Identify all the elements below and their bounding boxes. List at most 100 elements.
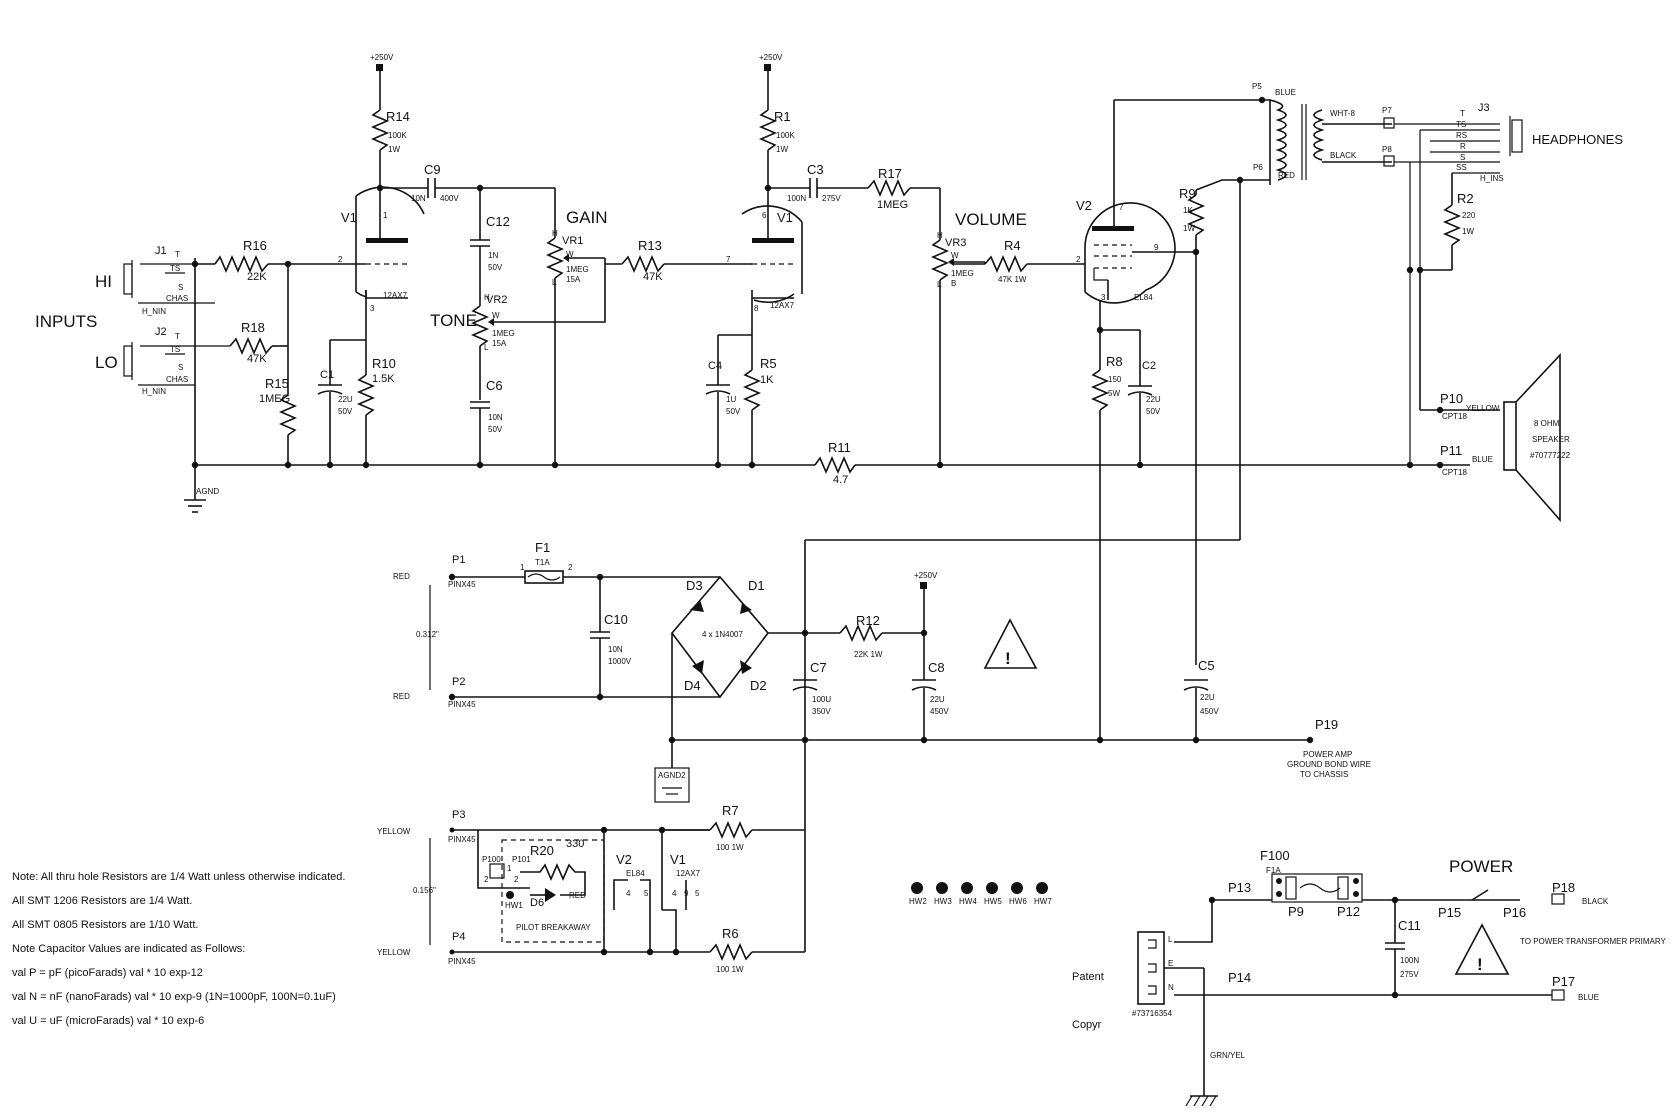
hv-supply-1: +250V [370,53,394,110]
note-line: All SMT 1206 Resistors are 1/4 Watt. [12,895,192,907]
junction-dot [1391,991,1399,999]
cap-c8: +250V C8 22U 450V [911,571,949,740]
junction-dot [672,948,680,956]
j3-s: S [1460,153,1465,162]
junction-dot [191,260,199,268]
mounting-hole-label: HW5 [984,897,1002,906]
heater-v1-pin9: 9 [684,889,689,898]
r5-ref: R5 [760,356,777,371]
c3-ref: C3 [807,162,824,177]
c10-value: 10N [608,645,623,654]
junction-dot [1208,896,1216,904]
resistor-r5: R5 1K [742,335,777,465]
red-wire-label: RED [1278,171,1295,180]
heater-tubes: V2 EL84 4 5 V1 12AX7 4 9 5 [613,830,701,952]
r14-ref: R14 [386,109,410,124]
junction-dot [326,461,334,469]
j1-t-label: T [175,250,180,259]
f1-ref: F1 [535,540,550,555]
junction-dot [376,184,384,192]
cap-c2: C2 22U 50V [1100,329,1161,465]
cap-c6: C6 10N 50V [470,378,503,465]
c4-ref: C4 [708,360,722,372]
pot-vr1: VR1 H W L 1MEG 15A [545,188,605,465]
p1-label: P1 [452,554,465,566]
c8-ref: C8 [928,660,945,675]
mounting-hole-label: HW3 [934,897,952,906]
cap-c9: C9 10N 400V [380,162,555,203]
p3-pin-label: PINX45 [448,835,476,844]
j2-ref: J2 [155,326,167,338]
cpt18-2: CPT18 [1442,468,1467,477]
cap-c12: C12 1N 50V [470,188,510,298]
resistor-r1: R1 100K 1W [758,109,795,230]
resistor-r7: R7 100 1W [662,803,805,852]
notes-block: Note: All thru hole Resistors are 1/4 Wa… [12,871,345,1027]
r1-value: 100K [776,131,795,140]
p14-label: P14 [1228,970,1251,985]
j1-hnin-label: H_NIN [142,307,166,316]
junction-dot [748,461,756,469]
junction-dot [1258,96,1266,104]
junction-dot [476,184,484,192]
r4-value: 47K 1W [998,275,1027,284]
j3-r: R [1460,142,1466,151]
c11-volt: 275V [1400,970,1419,979]
junction-dot [1136,461,1144,469]
volume-heading: VOLUME [955,210,1027,229]
heater-v2-ref: V2 [616,852,632,867]
note-line: All SMT 0805 Resistors are 1/10 Watt. [12,919,198,931]
junction-dot [600,948,608,956]
inputs-heading: INPUTS [35,312,97,331]
f1-value: T1A [535,558,550,567]
d2-label: D2 [750,678,767,693]
f100-value: F1A [1266,866,1281,875]
p8-label: P8 [1382,145,1392,154]
resistor-r13: R13 47K [604,238,750,283]
r18-value: 47K [247,353,267,365]
r14-value: 100K [388,131,407,140]
c1-value: 22U [338,395,353,404]
vr2-h: H [484,293,490,302]
vr1-l: L [552,278,557,287]
j1-chas-label: CHAS [166,294,188,303]
c9-value: 10N [411,194,426,203]
p19-label: P19 [1315,717,1338,732]
mounting-hole-icon [961,882,973,894]
c2-ref: C2 [1142,360,1156,372]
c5-value: 22U [1200,693,1215,702]
copyright-text: Copyr [1072,1019,1102,1031]
junction-dot [284,260,292,268]
p15-label: P15 [1438,905,1461,920]
note-line: Note: All thru hole Resistors are 1/4 Wa… [12,871,345,883]
heater-v2-type: EL84 [626,869,645,878]
p3-yellow-label: YELLOW [377,827,411,836]
r1-ref: R1 [774,109,791,124]
junction-dot [1416,266,1424,274]
j2-s-label: S [178,363,183,372]
bridge-part: 4 x 1N4007 [702,630,743,639]
c12-value: 1N [488,251,498,260]
c2-volt: 50V [1146,407,1161,416]
d6-color: RED [569,891,586,900]
p10-label: P10 [1440,391,1463,406]
r16-value: 22K [247,271,267,283]
c3-value: 100N [787,194,806,203]
resistor-r16: R16 22K [195,238,345,283]
resistor-r15: R15 1MEG [259,346,298,465]
junction-dot [1096,736,1104,744]
r4-ref: R4 [1004,238,1021,253]
mounting-hole-label: HW2 [909,897,927,906]
patent-text: Patent [1072,971,1104,983]
p11-label: P11 [1440,443,1462,458]
c10-ref: C10 [604,612,628,627]
j2-t-label: T [175,332,180,341]
p3-label: P3 [452,809,465,821]
f100-ref: F100 [1260,848,1290,863]
cap-c3: C3 100N 275V [768,162,868,203]
p3p4-spacing: 0.156" [413,886,436,895]
junction-dot [920,736,928,744]
hi-label: HI [95,272,112,291]
speaker-blue-label: BLUE [1472,455,1493,464]
r16-ref: R16 [243,238,267,253]
